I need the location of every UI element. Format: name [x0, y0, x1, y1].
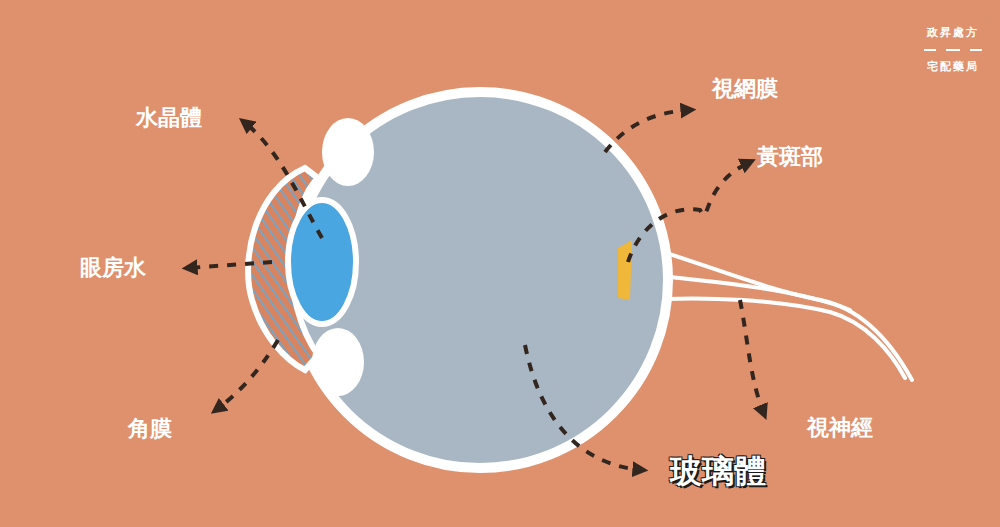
lens	[288, 200, 356, 324]
watermark-rule	[924, 49, 982, 51]
leader-line	[244, 122, 322, 238]
part-label: 水晶體	[136, 106, 202, 130]
part-label: 眼房水	[80, 256, 146, 280]
part-label: 角膜	[128, 417, 172, 441]
watermark: 政昇處方	[927, 27, 979, 39]
watermark: 宅配藥局	[927, 61, 979, 73]
ciliary-body	[322, 118, 374, 186]
leader-line	[188, 262, 272, 268]
leader-line	[605, 110, 690, 152]
macula	[618, 240, 632, 300]
ciliary-body	[312, 328, 364, 396]
leader-line	[525, 345, 642, 470]
leader-line	[740, 300, 764, 414]
part-label: 黃斑部	[757, 145, 823, 169]
optic-nerve	[640, 245, 912, 380]
leader-line	[216, 340, 278, 410]
part-label: 視神經	[807, 416, 873, 440]
part-label-highlight: 玻璃體	[670, 454, 766, 489]
leader-arrows	[188, 110, 764, 470]
part-label: 視網膜	[712, 77, 778, 101]
leader-line	[628, 162, 750, 262]
